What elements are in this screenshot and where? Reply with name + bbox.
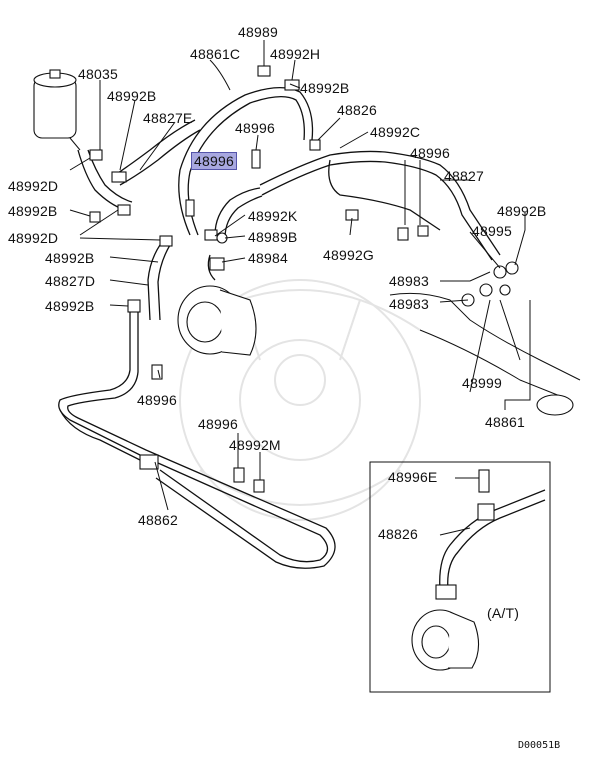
label-48996-1[interactable]: 48996 (235, 120, 275, 136)
pressure-hose-48826 (259, 150, 501, 256)
label-48992d-1[interactable]: 48992D (8, 178, 59, 194)
label-48827[interactable]: 48827 (444, 168, 484, 184)
label-48035[interactable]: 48035 (78, 66, 118, 82)
label-48827d[interactable]: 48827D (45, 273, 96, 289)
label-at-variant: (A/T) (487, 605, 520, 621)
label-48992d-2[interactable]: 48992D (8, 230, 59, 246)
label-48984[interactable]: 48984 (248, 250, 288, 266)
at-inset (369, 461, 551, 693)
label-48992g[interactable]: 48992G (323, 247, 375, 263)
label-48995[interactable]: 48995 (472, 223, 512, 239)
power-steering-pump (177, 285, 257, 356)
label-48992b-4[interactable]: 48992B (497, 203, 547, 219)
label-48996-4[interactable]: 48996 (198, 416, 238, 432)
reservoir-tank (33, 69, 81, 151)
fittings-cluster (461, 261, 519, 307)
label-48989[interactable]: 48989 (238, 24, 278, 40)
label-48983-2[interactable]: 48983 (389, 296, 429, 312)
label-48861c[interactable]: 48861C (190, 46, 241, 62)
label-48861[interactable]: 48861 (485, 414, 525, 430)
label-48826-2[interactable]: 48826 (378, 526, 418, 542)
label-48992k[interactable]: 48992K (248, 208, 298, 224)
label-48989b[interactable]: 48989B (248, 229, 298, 245)
pressure-hose-48861c (178, 87, 314, 236)
label-48992b-6[interactable]: 48992B (45, 298, 95, 314)
diagram-code: D00051B (518, 740, 561, 751)
label-48996-2[interactable]: 48996 (410, 145, 450, 161)
label-48999[interactable]: 48999 (462, 375, 502, 391)
label-48992b-3[interactable]: 48992B (8, 203, 58, 219)
label-48992b-5[interactable]: 48992B (45, 250, 95, 266)
label-48826-1[interactable]: 48826 (337, 102, 377, 118)
label-48992m[interactable]: 48992M (229, 437, 281, 453)
leader-lines (69, 40, 531, 511)
watermark-emblem (179, 279, 421, 521)
label-48862[interactable]: 48862 (138, 512, 178, 528)
label-48992b-2[interactable]: 48992B (107, 88, 157, 104)
steering-gearbox (389, 292, 581, 416)
label-48983-1[interactable]: 48983 (389, 273, 429, 289)
label-48996e[interactable]: 48996E (388, 469, 438, 485)
label-48827e[interactable]: 48827E (143, 110, 193, 126)
label-48992b-1[interactable]: 48992B (300, 80, 350, 96)
label-48996-3[interactable]: 48996 (137, 392, 177, 408)
label-48996-highlighted[interactable]: 48996 (191, 152, 237, 170)
return-hose (77, 149, 126, 211)
label-48992h[interactable]: 48992H (270, 46, 321, 62)
label-48992c[interactable]: 48992C (370, 124, 421, 140)
